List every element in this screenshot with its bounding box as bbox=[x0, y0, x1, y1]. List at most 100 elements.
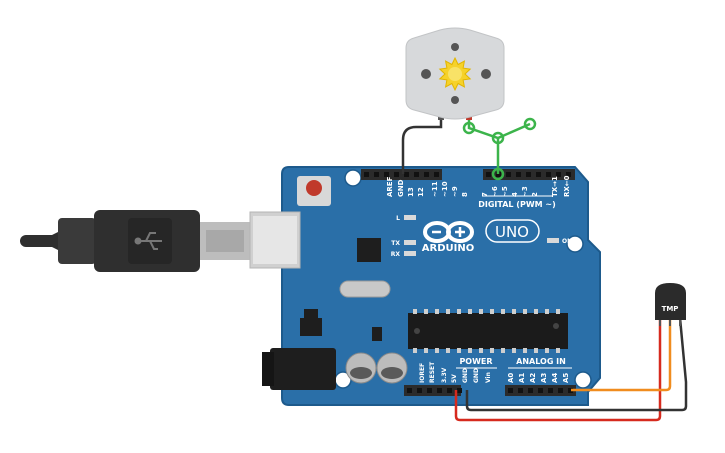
chip-pin bbox=[490, 309, 494, 314]
usb-cable-end bbox=[20, 235, 60, 247]
pin-label: RX←0 bbox=[563, 175, 571, 197]
chip-pin bbox=[424, 348, 428, 353]
power-pin-label: GND bbox=[462, 368, 469, 383]
chip-pin bbox=[534, 348, 538, 353]
power-pin-label: GND bbox=[473, 368, 480, 383]
wire-a5-to-sensor[interactable] bbox=[571, 318, 672, 392]
pin-hole[interactable] bbox=[528, 388, 533, 393]
chip-pin bbox=[468, 309, 472, 314]
power-pin-label: Vin bbox=[485, 372, 492, 383]
pin-hole[interactable] bbox=[496, 172, 501, 177]
chip-pin bbox=[545, 309, 549, 314]
wire-joint[interactable] bbox=[462, 121, 476, 135]
pin-hole[interactable] bbox=[558, 388, 563, 393]
pin-hole[interactable] bbox=[526, 172, 531, 177]
pin-hole[interactable] bbox=[437, 388, 442, 393]
pin-hole[interactable] bbox=[486, 172, 491, 177]
chip-pin bbox=[512, 348, 516, 353]
usb-b-jack-face bbox=[253, 216, 297, 264]
pin-hole[interactable] bbox=[417, 388, 422, 393]
pin-hole[interactable] bbox=[518, 388, 523, 393]
pin-hole[interactable] bbox=[508, 388, 513, 393]
usb-cable[interactable] bbox=[20, 210, 250, 272]
wire-joint[interactable] bbox=[523, 117, 537, 131]
chip-pin bbox=[501, 348, 505, 353]
pin-hole[interactable] bbox=[556, 172, 561, 177]
pin-label: ~10 bbox=[441, 181, 449, 197]
chip-pin bbox=[512, 309, 516, 314]
pin-hole[interactable] bbox=[566, 172, 571, 177]
pin-label: AREF bbox=[386, 176, 394, 197]
tmp-sensor[interactable]: TMP bbox=[655, 283, 686, 326]
analog-section-label: ANALOG IN bbox=[516, 357, 566, 366]
chip-pin bbox=[479, 309, 483, 314]
led-rx-label: RX bbox=[391, 251, 401, 258]
dc-motor[interactable] bbox=[405, 27, 505, 120]
chip-dot bbox=[553, 323, 559, 329]
chip-pin bbox=[446, 309, 450, 314]
chip-pin bbox=[413, 309, 417, 314]
pin-label: 4 bbox=[511, 192, 519, 197]
reset-button[interactable] bbox=[306, 180, 322, 196]
pin-hole[interactable] bbox=[364, 172, 369, 177]
pin-label: ~3 bbox=[521, 186, 529, 197]
wire-joint[interactable] bbox=[491, 167, 505, 181]
pin-hole[interactable] bbox=[457, 388, 462, 393]
wire-gnd-to-sensor[interactable] bbox=[465, 317, 688, 412]
pin-hole[interactable] bbox=[546, 172, 551, 177]
chip-pin bbox=[413, 348, 417, 353]
pin-hole[interactable] bbox=[506, 172, 511, 177]
power-pin-label: RESET bbox=[429, 361, 436, 383]
mounting-hole bbox=[344, 169, 362, 187]
motor-screw bbox=[481, 69, 491, 79]
pin-hole[interactable] bbox=[374, 172, 379, 177]
usb-symbol-icon bbox=[134, 232, 162, 250]
chip-pin bbox=[556, 348, 560, 353]
wire-gnd-to-motor[interactable] bbox=[401, 117, 443, 174]
pin-label: ~6 bbox=[491, 186, 499, 197]
wire-motor-to-pin[interactable] bbox=[467, 117, 531, 140]
chip-pin bbox=[501, 309, 505, 314]
pin-hole[interactable] bbox=[384, 172, 389, 177]
pin-hole[interactable] bbox=[447, 388, 452, 393]
power-pin-label: 3.3V bbox=[441, 367, 448, 383]
pin-hole[interactable] bbox=[394, 172, 399, 177]
analog-pin-label: A5 bbox=[562, 373, 570, 383]
pin-hole[interactable] bbox=[434, 172, 439, 177]
pin-hole[interactable] bbox=[407, 388, 412, 393]
pin-hole[interactable] bbox=[536, 172, 541, 177]
dc-power-jack-side bbox=[262, 352, 274, 386]
pin-hole[interactable] bbox=[404, 172, 409, 177]
model-badge bbox=[485, 219, 540, 243]
pin-hole[interactable] bbox=[538, 388, 543, 393]
wire-joint[interactable] bbox=[491, 131, 505, 145]
chip-pin bbox=[479, 348, 483, 353]
chip-notch bbox=[414, 328, 420, 334]
capacitor-top bbox=[350, 367, 372, 379]
wire-5v-to-sensor[interactable] bbox=[454, 318, 662, 422]
mounting-hole bbox=[566, 235, 584, 253]
header-top-left bbox=[361, 169, 442, 180]
power-pin-label: IOREF bbox=[419, 363, 426, 383]
wires bbox=[401, 117, 688, 422]
pin-hole[interactable] bbox=[568, 388, 573, 393]
pin-hole[interactable] bbox=[424, 172, 429, 177]
pin-label: 2 bbox=[531, 192, 539, 197]
header-pin-holes bbox=[364, 172, 573, 393]
pin-hole[interactable] bbox=[516, 172, 521, 177]
pin-hole[interactable] bbox=[414, 172, 419, 177]
small-transistor bbox=[372, 327, 382, 341]
usb-cable-collar bbox=[58, 218, 96, 264]
power-section-label: POWER bbox=[459, 357, 492, 366]
pin-label: ~5 bbox=[501, 186, 509, 197]
chip-pin bbox=[545, 348, 549, 353]
pin-label: ~11 bbox=[431, 181, 439, 197]
pin-hole[interactable] bbox=[427, 388, 432, 393]
chip-pin bbox=[468, 348, 472, 353]
pin-hole[interactable] bbox=[548, 388, 553, 393]
pin-label: 7 bbox=[481, 192, 489, 197]
mounting-hole bbox=[574, 371, 592, 389]
chip-pin bbox=[424, 309, 428, 314]
